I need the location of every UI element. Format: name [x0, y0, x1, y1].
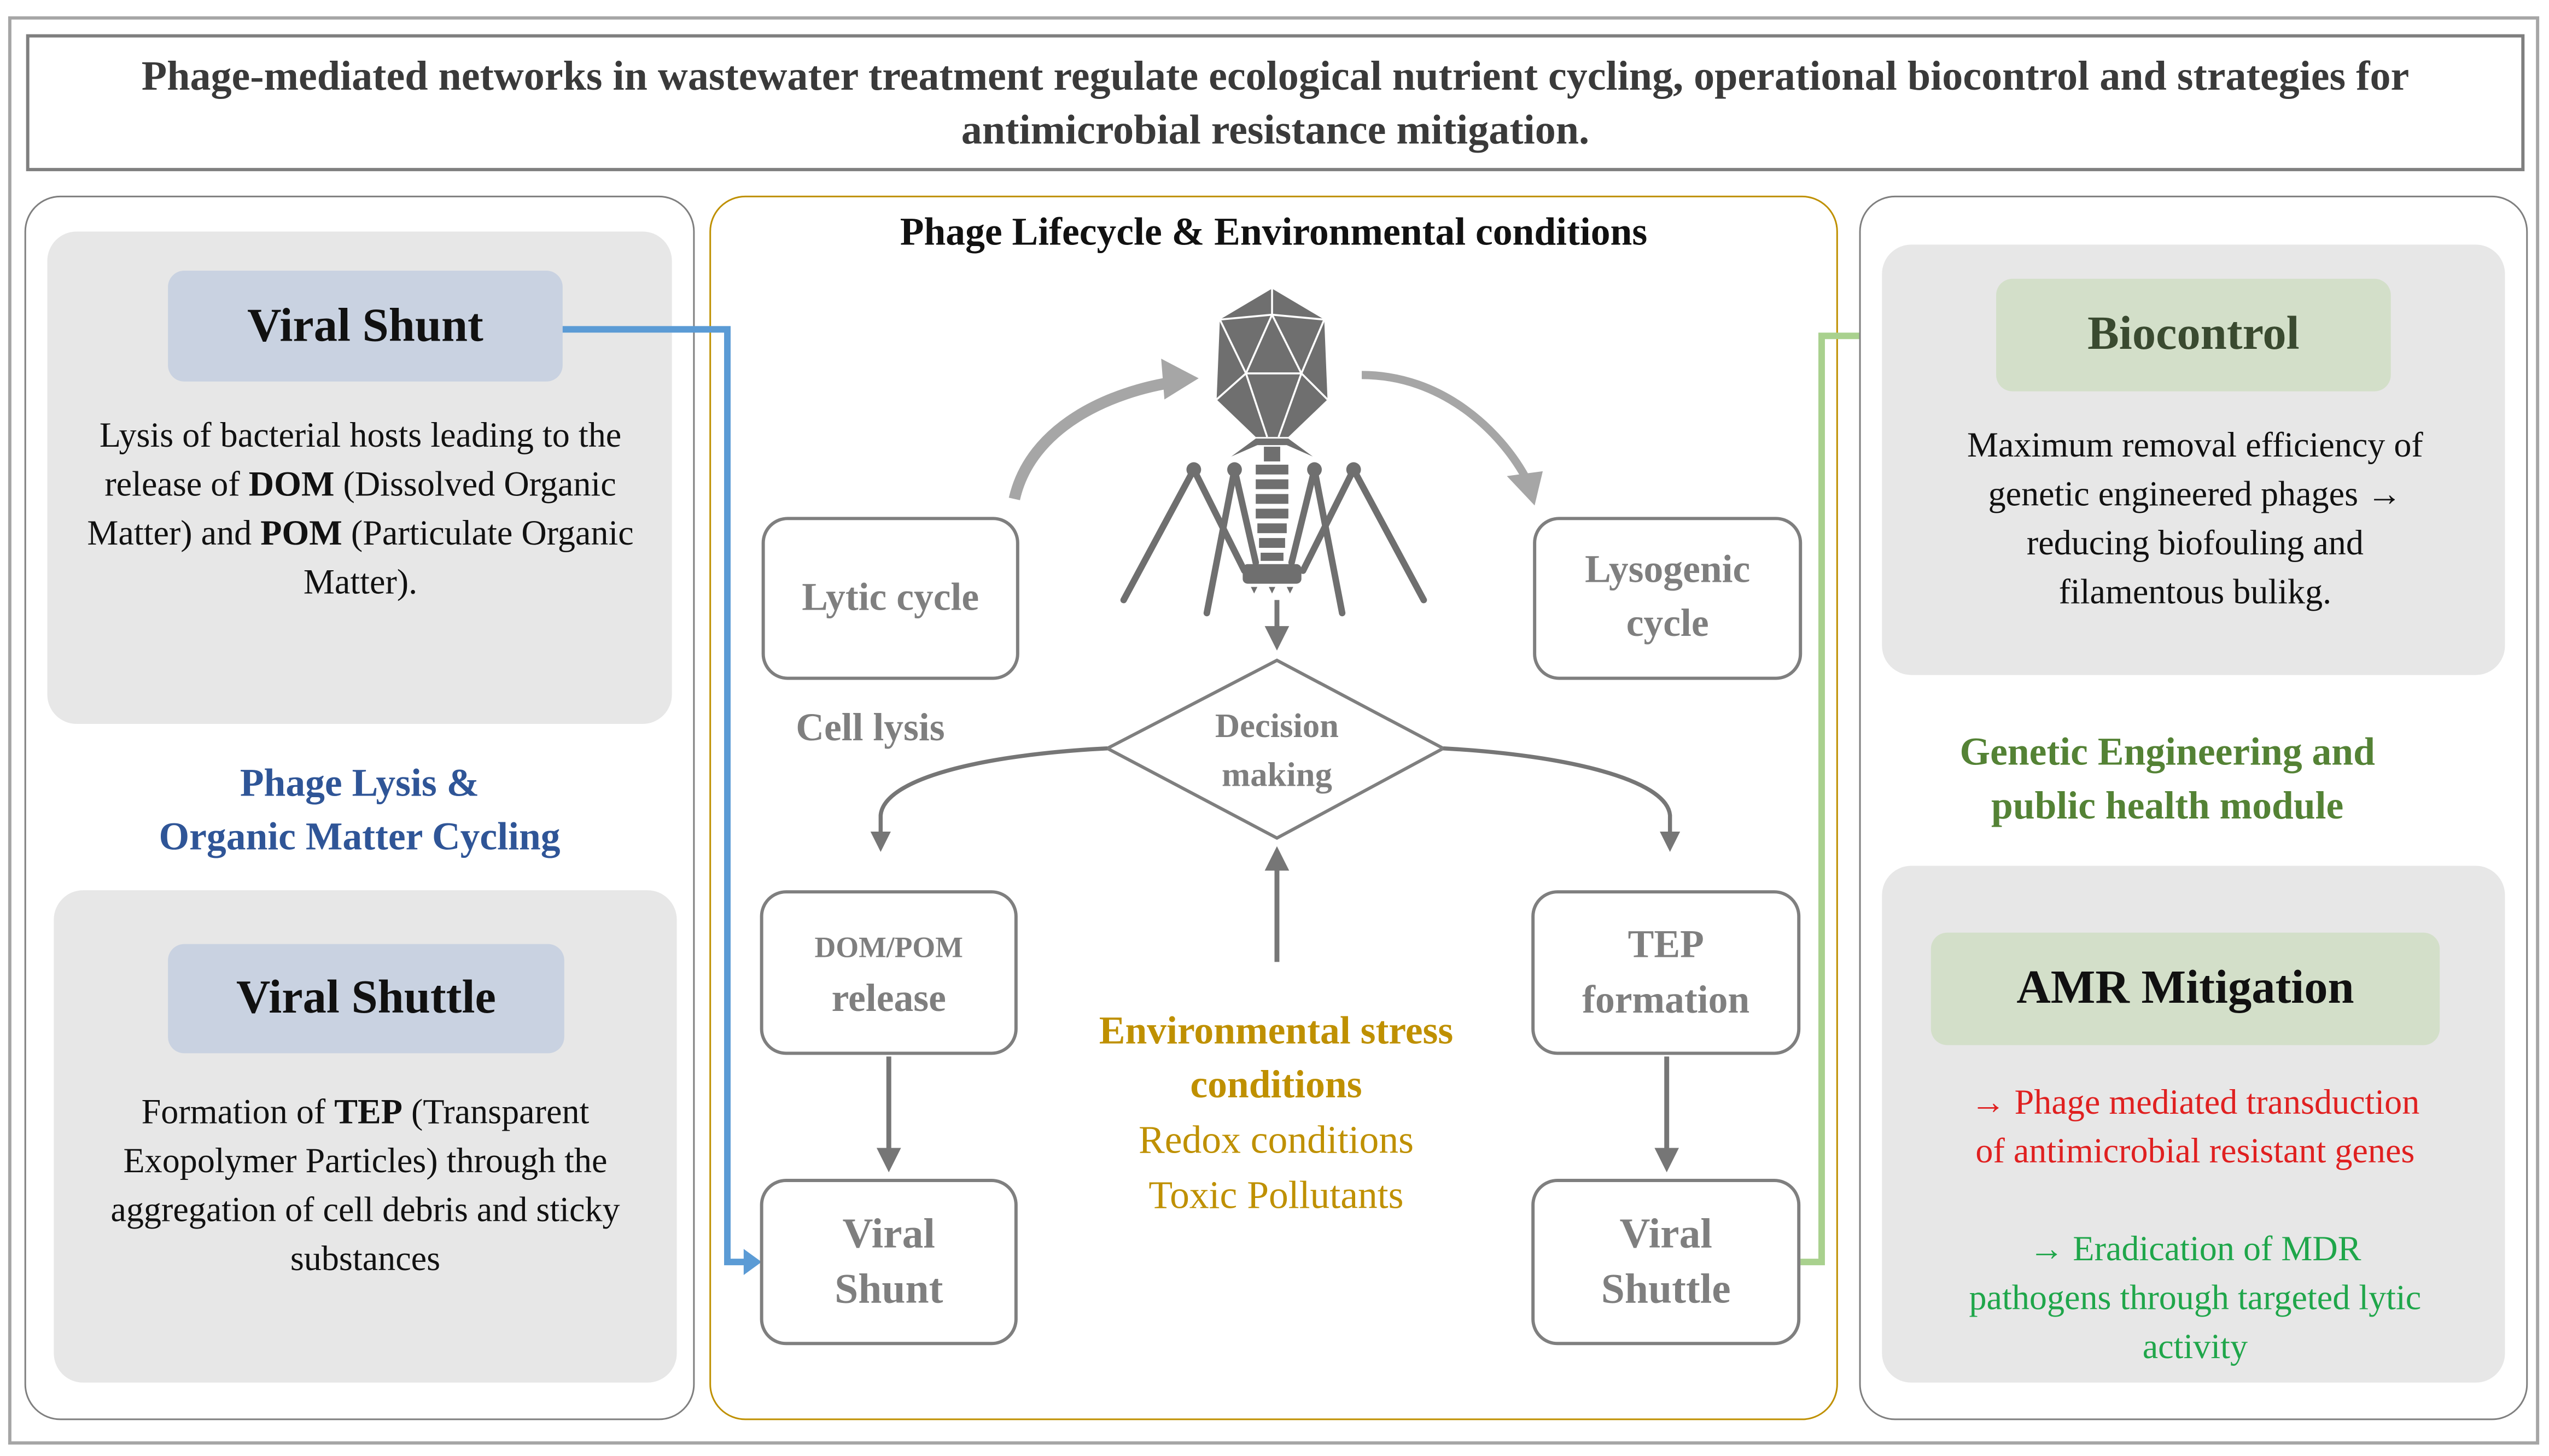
viral-shuttle-heading: Viral Shuttle	[168, 944, 564, 1054]
viral-shunt-description: Lysis of bacterial hosts leading to the …	[65, 411, 656, 606]
viral-shuttle-node: Viral Shuttle	[1531, 1179, 1801, 1346]
viral-shuttle-node-line2: Shuttle	[1601, 1265, 1731, 1313]
tep-label-line2: formation	[1582, 979, 1750, 1022]
decision-to-dom-pom-arrow	[870, 746, 1108, 852]
viral-shunt-node: Viral Shunt	[760, 1179, 1018, 1346]
desc-part: (Dissolved Organic Matter) and	[87, 464, 616, 553]
bacteriophage-icon	[1120, 288, 1427, 617]
env-stress-heading-line1: Environmental stress	[1099, 1010, 1454, 1054]
dom-term: DOM	[248, 464, 335, 504]
decision-making-label: Decision making	[1141, 701, 1412, 799]
amr-heading: AMR Mitigation	[1930, 932, 2440, 1045]
left-module-label-line1: Phage Lysis &	[240, 763, 480, 806]
viral-shunt-node-line1: Viral	[842, 1209, 935, 1258]
viral-shuttle-heading-text: Viral Shuttle	[236, 972, 496, 1024]
env-stress-item: Redox conditions	[1139, 1120, 1414, 1163]
environmental-stress-block: Environmental stress conditions Redox co…	[1028, 1006, 1525, 1225]
amr-negative-effect: → Phage mediated transduction of antimic…	[1892, 1078, 2498, 1176]
outer-frame	[8, 16, 2540, 1445]
tep-label-line1: TEP	[1628, 923, 1704, 966]
biocontrol-desc-line: genetic engineered phages →	[1988, 474, 2402, 514]
decision-to-tep-arrow	[1443, 746, 1681, 852]
tep-term: TEP	[334, 1092, 403, 1132]
decision-label-line1: Decision	[1215, 706, 1339, 745]
dom-pom-release-node: DOM/POM release	[760, 890, 1018, 1055]
cell-lysis-label: Cell lysis	[796, 707, 945, 750]
lytic-to-phage-arrow	[1008, 376, 1179, 500]
phage-to-lysogenic-arrowhead	[1507, 471, 1543, 506]
biocontrol-heading-text: Biocontrol	[2087, 308, 2300, 361]
dom-pom-label-line2: release	[831, 977, 946, 1020]
center-panel-title: Phage Lifecycle & Environmental conditio…	[900, 212, 1648, 255]
title-text: Phage-mediated networks in wastewater tr…	[141, 52, 2410, 154]
lysogenic-label-line2: cycle	[1626, 603, 1709, 646]
blue-connector-arrow	[562, 326, 762, 1275]
amr-positive-line: pathogens through targeted lytic	[1969, 1278, 2422, 1318]
decision-label-line2: making	[1222, 755, 1332, 794]
env-stress-heading-line2: conditions	[1190, 1065, 1362, 1107]
viral-shuttle-description: Formation of TEP (Transparent Exopolymer…	[73, 1087, 657, 1283]
right-module-label-line2: public health module	[1991, 786, 2344, 828]
viral-shunt-node-line2: Shunt	[835, 1265, 943, 1313]
amr-positive-line: → Eradication of MDR	[2029, 1229, 2361, 1269]
biocontrol-desc-line: Maximum removal efficiency of	[1967, 425, 2423, 465]
biocontrol-heading: Biocontrol	[1996, 278, 2391, 391]
dom-pom-label-line1: DOM/POM	[814, 930, 963, 963]
left-module-label: Phage Lysis & Organic Matter Cycling	[25, 758, 695, 866]
left-module-label-line2: Organic Matter Cycling	[159, 817, 561, 859]
desc-part: Lysis of bacterial hosts leading to the …	[99, 416, 622, 504]
pom-term: POM	[260, 513, 342, 553]
amr-negative-line: of antimicrobial resistant genes	[1975, 1131, 2415, 1171]
desc-part: (Transparent Exopolymer Particles) throu…	[110, 1092, 620, 1278]
lytic-cycle-node: Lytic cycle	[761, 517, 1019, 680]
amr-heading-text: AMR Mitigation	[2016, 962, 2354, 1014]
phage-to-lysogenic-arrow	[1362, 371, 1529, 478]
lysogenic-cycle-node: Lysogenic cycle	[1533, 517, 1803, 680]
viral-shunt-heading: Viral Shunt	[168, 271, 563, 382]
tep-formation-node: TEP formation	[1531, 890, 1801, 1055]
desc-part: Formation of	[141, 1092, 335, 1132]
biocontrol-desc-line: filamentous bulikg.	[2058, 572, 2332, 612]
env-stress-item: Toxic Pollutants	[1148, 1176, 1404, 1218]
decision-diamond	[1104, 658, 1447, 840]
figure-title: Phage-mediated networks in wastewater tr…	[26, 34, 2525, 172]
desc-part: (Particulate Organic Matter).	[303, 513, 634, 602]
amr-negative-line: → Phage mediated transduction	[1970, 1083, 2420, 1122]
biocontrol-description: Maximum removal efficiency of genetic en…	[1892, 420, 2498, 616]
right-module-label-line1: Genetic Engineering and	[1959, 732, 2375, 775]
amr-positive-effect: → Eradication of MDR pathogens through t…	[1892, 1225, 2498, 1371]
viral-shuttle-node-line1: Viral	[1619, 1209, 1712, 1258]
viral-shunt-heading-text: Viral Shunt	[247, 299, 483, 352]
lysogenic-label-line1: Lysogenic	[1585, 549, 1751, 592]
amr-positive-line: activity	[2142, 1327, 2248, 1366]
biocontrol-desc-line: reducing biofouling and	[2026, 523, 2364, 563]
lytic-to-phage-arrowhead	[1161, 359, 1199, 400]
right-module-label: Genetic Engineering and public health mo…	[1859, 727, 2476, 835]
lytic-cycle-label: Lytic cycle	[802, 576, 979, 619]
